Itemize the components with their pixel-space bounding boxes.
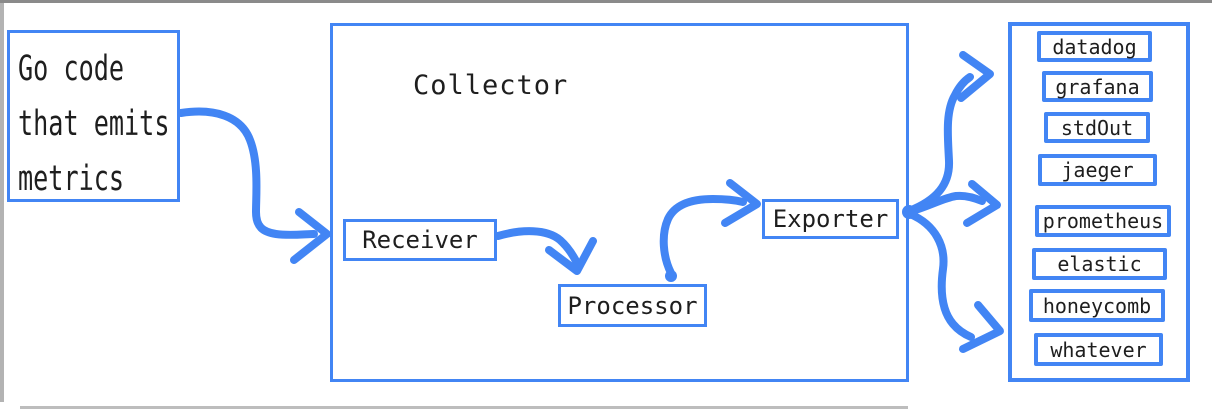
destination-label: elastic (1057, 252, 1142, 276)
source-code-label: Go code that emits metrics (18, 41, 169, 206)
arrowhead-fanout-down-icon (959, 301, 1004, 353)
canvas-edge-bottom (20, 406, 908, 409)
arrowhead-source-to-collector-icon (290, 208, 331, 264)
collector-title: Collector (413, 70, 569, 101)
destination-label: whatever (1050, 337, 1147, 362)
destination-label: honeycomb (1042, 293, 1152, 318)
destination-stdout: stdOut (1044, 112, 1150, 143)
destination-label: prometheus (1042, 209, 1164, 233)
destination-elastic: elastic (1032, 248, 1167, 280)
receiver-box: Receiver (343, 219, 497, 261)
processor-label: Processor (567, 291, 698, 320)
destination-label: grafana (1055, 74, 1140, 99)
destination-whatever: whatever (1034, 333, 1163, 366)
source-line-1: Go code (18, 48, 125, 89)
source-code-box: Go code that emits metrics (7, 30, 180, 202)
exporter-box: Exporter (762, 199, 899, 239)
destination-label: stdOut (1060, 115, 1134, 140)
destination-grafana: grafana (1042, 71, 1153, 102)
destination-label: datadog (1052, 34, 1137, 59)
arrow-fanout-up (905, 73, 974, 215)
receiver-label: Receiver (362, 226, 478, 254)
destination-jaeger: jaeger (1038, 154, 1157, 186)
canvas-edge-left (0, 3, 4, 402)
arrowhead-fanout-middle-icon (963, 180, 1001, 227)
arrow-fanout-down (906, 210, 975, 341)
arrow-fanout-middle (905, 191, 986, 216)
destination-honeycomb: honeycomb (1029, 289, 1165, 322)
arrow-source-to-collector (177, 107, 318, 239)
destination-label: jaeger (1061, 158, 1134, 182)
destination-datadog: datadog (1037, 31, 1152, 62)
destination-prometheus: prometheus (1035, 205, 1171, 237)
source-line-3: metrics (18, 158, 125, 200)
exporter-label: Exporter (772, 205, 889, 233)
source-line-2: that emits (18, 103, 170, 145)
arrowhead-fanout-up-icon (957, 51, 994, 102)
canvas-edge-top (0, 0, 1212, 3)
processor-box: Processor (558, 284, 707, 327)
